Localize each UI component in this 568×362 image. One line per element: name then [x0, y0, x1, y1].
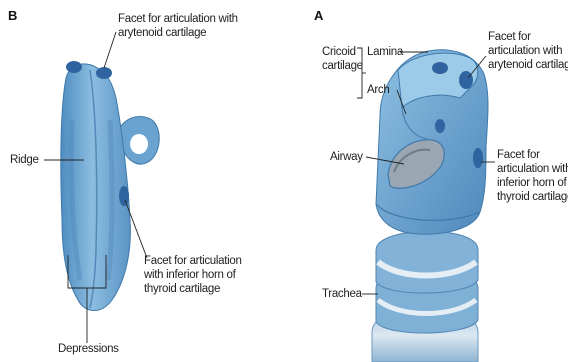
panel-a-letter: A — [314, 8, 323, 23]
label-depressions: Depressions — [58, 342, 119, 356]
label-arch: Arch — [367, 83, 389, 97]
panel-b-letter: B — [8, 8, 17, 23]
label-ridge: Ridge — [10, 153, 39, 167]
label-lamina: Lamina — [367, 45, 403, 59]
label-facet-thyroid-a: Facet for articulation with inferior hor… — [497, 148, 568, 204]
panel-a-cartilage — [376, 50, 488, 234]
panel-a-trachea — [372, 231, 478, 362]
label-trachea: Trachea — [322, 287, 362, 301]
label-facet-thyroid-b: Facet for articulation with inferior hor… — [144, 254, 242, 296]
label-facet-arytenoid-a: Facet for articulation with arytenoid ca… — [488, 30, 568, 72]
label-cricoid-cartilage: Cricoid cartilage — [322, 45, 363, 73]
label-facet-arytenoid-b: Facet for articulation with arytenoid ca… — [118, 12, 238, 40]
label-airway: Airway — [330, 150, 363, 164]
